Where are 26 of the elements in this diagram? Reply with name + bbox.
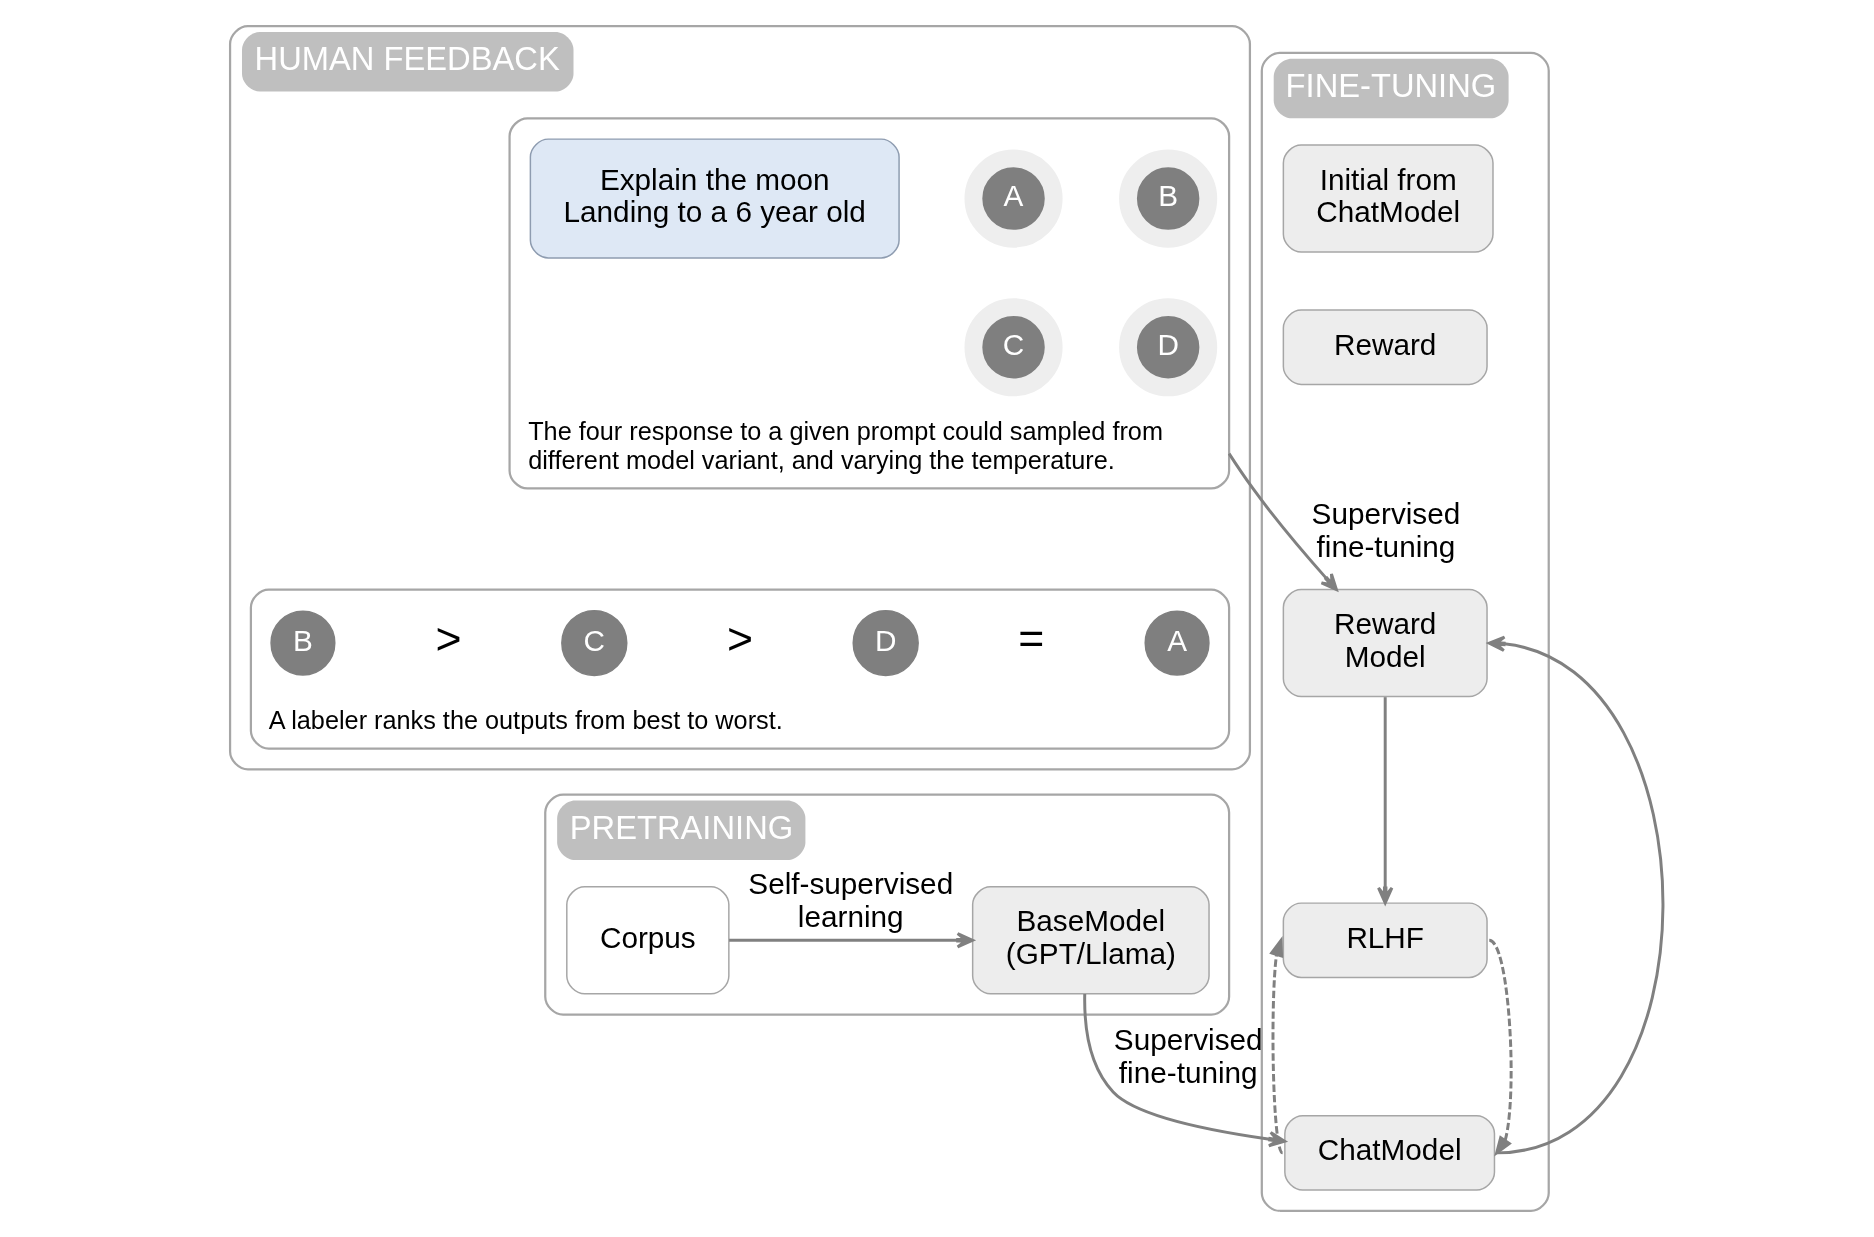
node-box: BaseModel (GPT/Llama) <box>971 886 1210 995</box>
label: > <box>435 614 462 664</box>
node-circle: A <box>964 149 1063 248</box>
arrow <box>728 932 974 949</box>
node-box: Initial from ChatModel <box>1282 144 1494 253</box>
arrow <box>1487 635 1664 1155</box>
node-box: ChatModel <box>1283 1114 1495 1191</box>
node-box: RLHF <box>1282 902 1488 979</box>
node-circle: C <box>560 609 628 677</box>
node-circle: C <box>964 298 1063 397</box>
node-circle: D <box>851 609 919 677</box>
edge-label: Supervised fine-tuning <box>1113 1023 1263 1090</box>
node-box: Corpus <box>565 886 730 995</box>
node-circle: B <box>1118 149 1217 248</box>
node-circle: A <box>1143 610 1210 676</box>
node-circle: B <box>269 610 336 676</box>
node-box: Reward <box>1282 309 1488 386</box>
label: > <box>726 614 753 664</box>
node-box: Reward Model <box>1282 588 1488 698</box>
edge-label: Supervised fine-tuning <box>1311 497 1460 563</box>
node-box: Explain the moon Landing to a 6 year old <box>529 138 900 259</box>
edge-label: Self-supervised learning <box>747 867 953 933</box>
arrow <box>1487 939 1513 1157</box>
label: = <box>1017 614 1044 664</box>
arrow <box>1376 697 1393 905</box>
node-circle: D <box>1118 298 1217 397</box>
